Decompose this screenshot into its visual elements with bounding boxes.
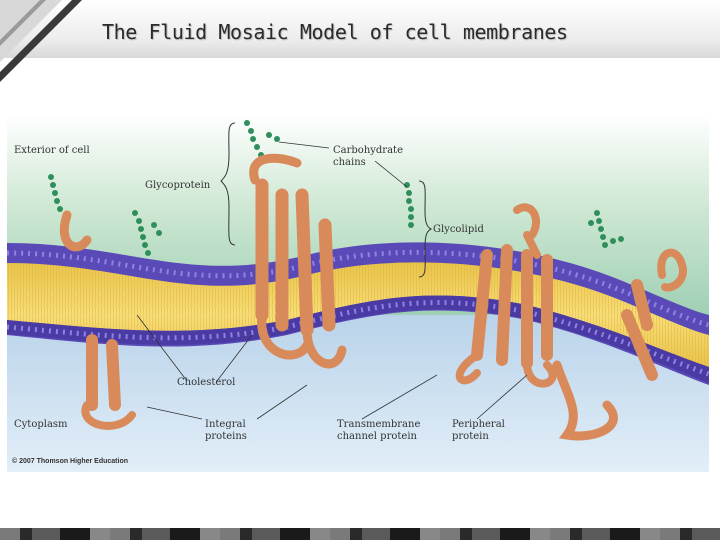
label-transmembrane-2: channel protein <box>337 431 417 442</box>
glycolipid-brace <box>418 180 433 278</box>
label-carbohydrate-2: chains <box>333 157 366 168</box>
title-band <box>0 0 720 58</box>
label-transmembrane-1: Transmembrane <box>337 419 421 430</box>
label-glycoprotein: Glycoprotein <box>145 180 211 191</box>
membrane-proteins <box>59 153 687 441</box>
inner-head-layer <box>7 295 709 383</box>
label-exterior: Exterior of cell <box>14 145 90 156</box>
glycoprotein-brace <box>220 122 236 246</box>
label-integral-1: Integral <box>205 419 246 430</box>
label-peripheral-2: protein <box>452 431 489 442</box>
label-glycolipid: Glycolipid <box>433 224 484 235</box>
label-cytoplasm: Cytoplasm <box>14 419 68 430</box>
pointer-lines <box>136 141 528 420</box>
membrane-diagram <box>7 115 709 472</box>
bottom-bar <box>0 528 720 540</box>
corner-decoration <box>0 0 82 82</box>
label-carbohydrate-1: Carbohydrate <box>333 145 403 156</box>
label-peripheral-1: Peripheral <box>452 419 505 430</box>
membrane-figure: Exterior of cell Glycoprotein Carbohydra… <box>7 115 709 472</box>
label-integral-2: proteins <box>205 431 247 442</box>
figure-credit: © 2007 Thomson Higher Education <box>12 458 129 465</box>
slide-title: The Fluid Mosaic Model of cell membranes <box>102 20 568 44</box>
label-cholesterol: Cholesterol <box>177 377 236 388</box>
